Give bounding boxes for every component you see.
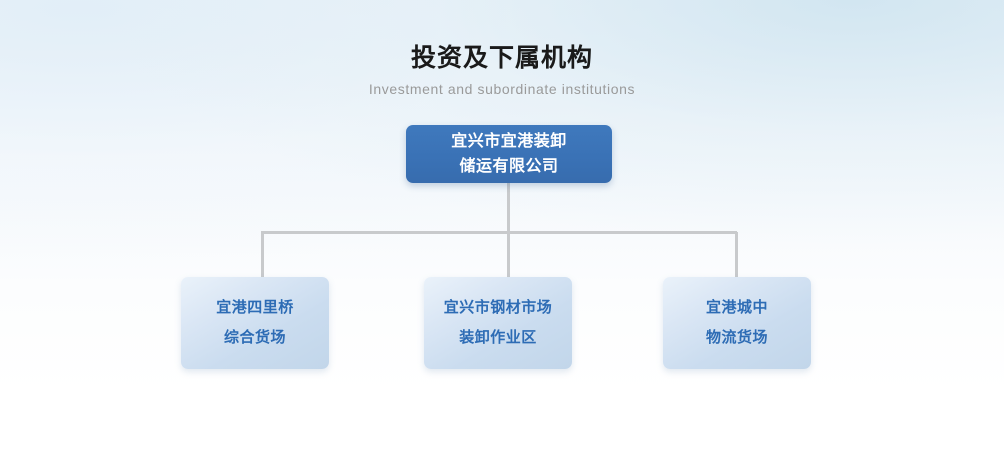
node-child-1-line-1: 宜港四里桥 <box>216 299 294 316</box>
page-subtitle: Investment and subordinate institutions <box>368 81 636 97</box>
node-child-2-line-1: 宜兴市钢材市场 <box>443 299 553 316</box>
node-root-line-2: 储运有限公司 <box>459 158 559 175</box>
node-child-3-line-2: 物流货场 <box>705 329 768 346</box>
node-child-2-line-2: 装卸作业区 <box>459 329 537 346</box>
node-root[interactable]: 宜兴市宜港装卸 储运有限公司 <box>406 125 612 183</box>
node-root-line-1: 宜兴市宜港装卸 <box>451 133 567 150</box>
node-child-3-line-1: 宜港城中 <box>705 299 768 316</box>
node-child-1-line-2: 综合货场 <box>223 329 286 346</box>
node-child-2[interactable]: 宜兴市钢材市场 装卸作业区 <box>424 277 572 369</box>
node-child-1[interactable]: 宜港四里桥 综合货场 <box>181 277 329 369</box>
node-child-3[interactable]: 宜港城中 物流货场 <box>663 277 811 369</box>
page-title: 投资及下属机构 <box>410 44 593 72</box>
page-header: 投资及下属机构 Investment and subordinate insti… <box>0 42 1004 98</box>
